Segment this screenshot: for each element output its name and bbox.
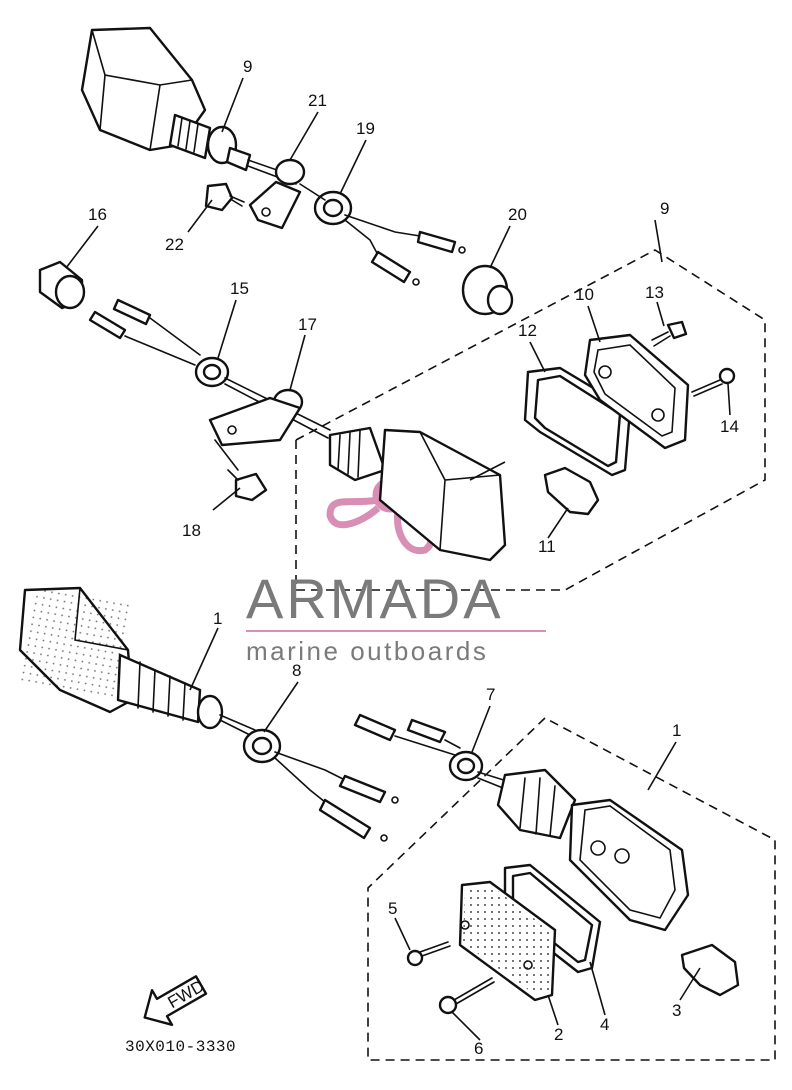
screw-14	[691, 367, 736, 397]
turn-signal-lamp-front-left	[16, 584, 256, 737]
callout-10: 10	[575, 285, 594, 304]
watermark-tagline: marine outboards	[246, 636, 489, 666]
mounting-bracket-upper	[248, 158, 306, 230]
callout-19: 19	[356, 119, 375, 138]
screw-5	[406, 941, 451, 967]
grommet-front-right	[353, 713, 511, 791]
watermark-divider	[246, 630, 546, 632]
callout-14: 14	[720, 417, 739, 436]
bulb-rear	[543, 466, 600, 516]
callout-20: 20	[508, 205, 527, 224]
assembly-boundary-rear	[295, 249, 766, 591]
callout-9-right: 9	[660, 199, 669, 218]
lens-front	[458, 880, 557, 1002]
bolt-upper	[204, 182, 245, 212]
screw-13	[651, 320, 688, 347]
drawing-code: 30X010-3330	[125, 1038, 237, 1056]
callout-12: 12	[518, 321, 537, 340]
callout-1-left: 1	[213, 609, 222, 628]
rubber-cap	[461, 264, 514, 316]
socket-cap	[38, 260, 86, 310]
screw-6	[438, 977, 495, 1015]
callout-9-top: 9	[243, 57, 252, 76]
callout-22: 22	[165, 235, 184, 254]
callout-11: 11	[538, 537, 556, 556]
callout-1-right: 1	[672, 721, 681, 740]
callout-13: 13	[645, 283, 664, 302]
grommet-middle	[88, 298, 331, 439]
callout-7: 7	[486, 685, 495, 704]
callout-18: 18	[182, 521, 201, 540]
turn-signal-lamp-front-right	[496, 768, 690, 932]
turn-signal-lamp-rear-left	[80, 26, 301, 185]
turn-signal-lamp-rear-right	[328, 426, 507, 562]
grommet-front-left	[242, 728, 399, 842]
callout-17: 17	[298, 315, 317, 334]
callout-8: 8	[292, 661, 301, 680]
bolt-middle	[227, 469, 268, 502]
callout-5: 5	[388, 899, 397, 918]
forward-arrow-icon: FWD	[143, 975, 207, 1027]
lamp-housing-rear	[583, 333, 690, 450]
watermark-brand: ARMADA	[246, 567, 504, 630]
assembly-boundary-front	[367, 717, 776, 1061]
callout-6: 6	[474, 1039, 483, 1058]
mounting-bracket-middle	[208, 388, 304, 471]
callout-3: 3	[672, 1001, 681, 1020]
callout-4: 4	[600, 1015, 609, 1034]
callout-16: 16	[88, 205, 107, 224]
bulb-front	[680, 943, 740, 997]
grommet-upper	[299, 183, 466, 286]
callout-2: 2	[554, 1025, 563, 1044]
callout-15: 15	[230, 279, 249, 298]
leader-lines	[65, 77, 731, 1041]
callout-21: 21	[308, 91, 327, 110]
